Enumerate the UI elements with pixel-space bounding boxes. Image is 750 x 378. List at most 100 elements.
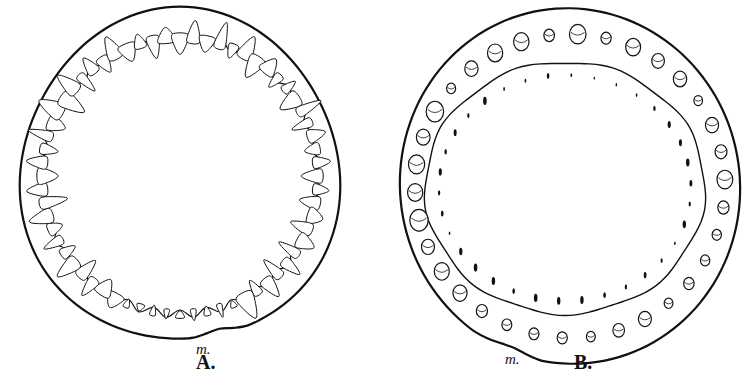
tooth-germ [306,130,325,144]
tooth-follicle [673,71,686,87]
tooth-rudiment [459,248,462,255]
tooth-follicle [626,38,641,55]
tooth-rudiment [441,210,444,216]
tooth-rudiment [580,296,583,304]
outer-wall [20,7,341,339]
tooth-follicle [421,239,434,254]
tooth-follicle [717,170,733,189]
tooth-germ [236,290,257,318]
tooth-rudiment [644,272,647,278]
tooth-follicle [453,285,467,302]
tooth-germ [295,233,314,249]
section-b [400,8,740,364]
tooth-follicle [586,331,595,341]
tooth-follicle [715,145,727,159]
tooth-follicle [426,101,444,122]
tooth-follicle [544,29,555,41]
section-a [20,7,341,339]
tooth-follicle [712,229,721,240]
tooth-rudiment [547,73,550,79]
tooth-germ [260,276,279,297]
tooth-rudiment [570,73,572,77]
tooth-germ [29,208,54,223]
tooth-rudiment [689,202,691,207]
tooth-germ [306,207,323,224]
tooth-germ [217,303,224,317]
tooth-rudiment [689,180,692,186]
tooth-rudiment [483,97,487,105]
inner-lining [424,64,705,316]
tooth-rudiment [625,284,627,289]
tooth-germ [149,305,155,316]
tooth-follicle [487,44,502,62]
outer-wall [400,8,740,364]
tooth-follicle [502,319,512,331]
tooth-follicle [613,323,625,337]
tooth-rudiment [686,159,689,167]
tooth-follicle [652,54,665,69]
tooth-germ [27,182,48,196]
tooth-follicle [410,209,428,231]
tooth-germ [187,21,201,44]
tooth-rudiment [492,277,495,285]
tooth-germ [175,311,184,319]
tooth-germ [137,303,145,311]
tooth-follicle [601,32,611,44]
tooth-follicle [476,304,487,317]
tooth-germ [279,242,301,259]
tooth-follicle [638,311,651,326]
figure-label: B. [574,352,592,372]
tooth-follicle [664,298,673,308]
tooth-rudiment [439,168,442,175]
tooth-follicle [465,61,478,77]
tooth-follicle [408,184,423,202]
tooth-follicle [434,263,449,281]
tooth-germ [164,309,170,319]
tooth-rudiment [454,129,457,136]
tooth-germ [312,184,329,195]
tooth-germ [190,309,196,321]
inner-lining [39,35,322,318]
tooth-follicle [514,33,529,51]
tooth-rudiment [594,76,595,79]
tooth-germ [199,35,215,52]
tooth-rudiment [668,121,671,128]
tooth-germ [292,118,313,130]
tooth-germ [39,197,68,210]
tooth-germ [47,223,63,236]
tooth-germ [44,235,64,249]
tooth-follicle [569,24,586,43]
tooth-rudiment [653,106,655,111]
tooth-follicle [700,255,709,266]
tooth-rudiment [674,242,676,246]
tooth-germ [204,306,211,316]
tooth-germ [171,33,188,55]
tooth-germ [57,256,80,277]
tooth-follicle [694,96,703,106]
tooth-germ [312,157,330,169]
tooth-rudiment [512,288,515,294]
tooth-germ [301,169,323,183]
tooth-germ [214,22,228,49]
tooth-rudiment [438,190,440,195]
part-label: m. [505,352,520,367]
tooth-follicle [684,277,694,289]
tooth-rudiment [467,113,469,118]
tooth-rudiment [474,263,478,271]
tooth-follicle [557,332,567,344]
tooth-rudiment [503,87,505,91]
tooth-germ [259,59,276,77]
tooth-rudiment [679,139,682,146]
tooth-germ [231,301,237,309]
tooth-germ [228,43,239,58]
tooth-rudiment [603,292,606,298]
tooth-germ [269,73,284,88]
tooth-germ [305,142,321,154]
tooth-rudiment [557,297,560,305]
tooth-follicle [408,155,424,174]
tooth-rudiment [534,294,538,302]
tooth-germ [134,34,146,49]
tooth-follicle [529,328,539,340]
tooth-germ [118,42,135,61]
